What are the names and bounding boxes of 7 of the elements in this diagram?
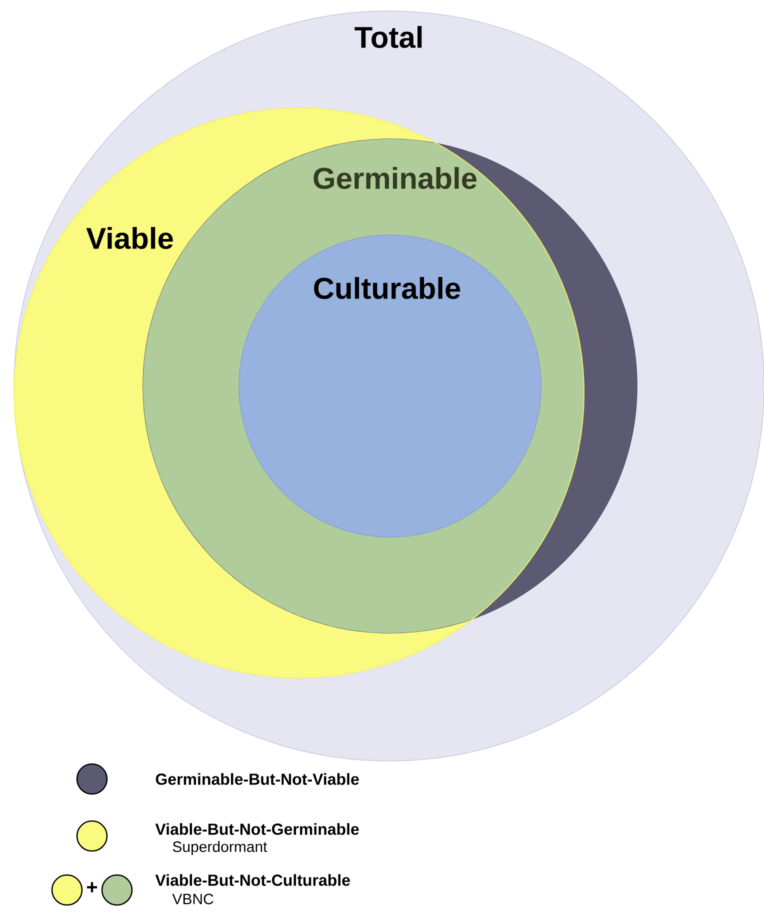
legend-label: Viable-But-Not-Germinable bbox=[155, 823, 359, 835]
circle-region: Culturable bbox=[238, 234, 542, 538]
legend-sublabel: Superdormant bbox=[172, 841, 268, 855]
legend-sublabel: VBNC bbox=[172, 894, 214, 904]
plus-sign: + bbox=[87, 882, 98, 892]
legend-label: Viable-But-Not-Culturable bbox=[155, 874, 350, 886]
legend-label: Germinable-But-Not-Viable bbox=[156, 773, 359, 785]
